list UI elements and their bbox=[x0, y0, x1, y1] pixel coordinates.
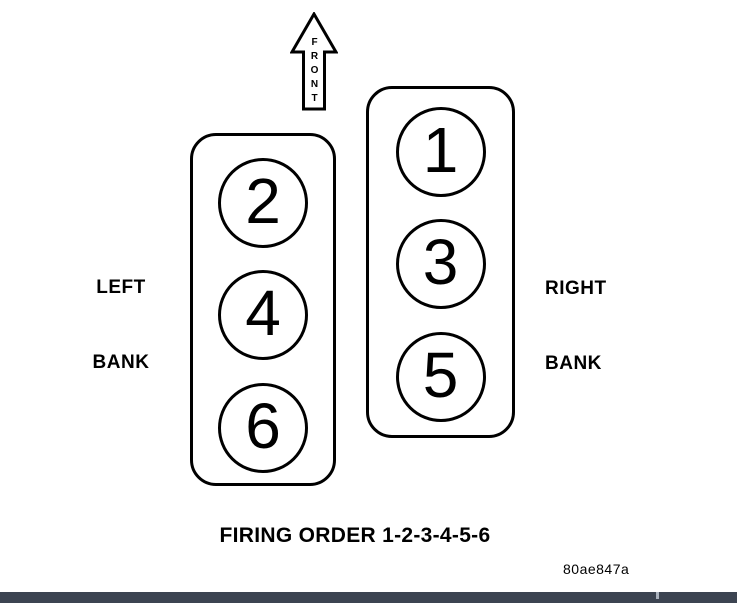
bottom-bar-divider bbox=[656, 592, 659, 599]
firing-order-caption: FIRING ORDER 1-2-3-4-5-6 bbox=[219, 524, 491, 547]
left-bank-outline: 2 4 6 bbox=[190, 133, 336, 486]
front-arrow-label: FRONT bbox=[309, 37, 320, 107]
right-bank-outline: 1 3 5 bbox=[366, 86, 515, 438]
cylinder-3: 3 bbox=[395, 219, 486, 309]
cylinder-6: 6 bbox=[218, 383, 308, 473]
cylinder-4-number: 4 bbox=[245, 277, 281, 349]
cylinder-6-number: 6 bbox=[245, 390, 281, 462]
left-bank-label-line1: LEFT bbox=[96, 277, 146, 298]
right-bank-label-line1: RIGHT bbox=[545, 278, 607, 299]
right-bank-label-line2: BANK bbox=[545, 353, 602, 374]
cylinder-4: 4 bbox=[218, 270, 308, 360]
cylinder-5-number: 5 bbox=[422, 339, 459, 411]
bottom-bar bbox=[0, 592, 737, 603]
front-direction-arrow: FRONT bbox=[290, 12, 338, 111]
cylinder-2: 2 bbox=[218, 158, 308, 248]
cylinder-5: 5 bbox=[395, 332, 486, 422]
cylinder-1: 1 bbox=[395, 107, 486, 197]
left-bank-label-line2: BANK bbox=[92, 352, 150, 373]
right-bank-label: RIGHT BANK bbox=[545, 226, 635, 426]
cylinder-1-number: 1 bbox=[422, 114, 459, 186]
cylinder-2-number: 2 bbox=[245, 165, 281, 237]
up-arrow-icon bbox=[290, 12, 338, 111]
left-bank-label: LEFT BANK bbox=[78, 225, 164, 425]
cylinder-3-number: 3 bbox=[422, 226, 459, 298]
figure-code: 80ae847a bbox=[563, 561, 630, 577]
